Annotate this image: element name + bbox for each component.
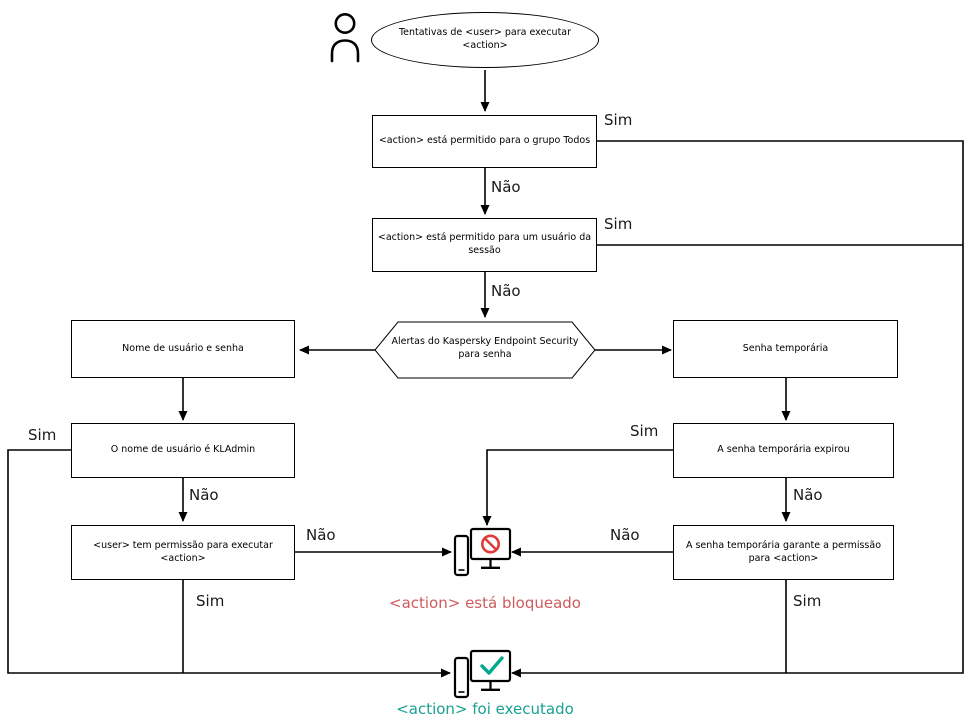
- node-start: Tentativas de <user> para executar <acti…: [371, 12, 599, 68]
- edge-group-yes: [511, 140, 964, 678]
- monitor-icon: [469, 649, 512, 683]
- edge-label-yes-grants: Sim: [793, 592, 822, 610]
- node-action-allowed-for-group: <action> está permitido para o grupo Tod…: [372, 115, 597, 168]
- executed-outcome-label: <action> foi executado: [396, 700, 574, 718]
- edge-label-no-kladmin: Não: [189, 486, 219, 504]
- decision-hexagon-shape: [374, 321, 596, 379]
- edge-label-no-permission: Não: [306, 526, 336, 544]
- blocked-computer-icon: [453, 527, 512, 577]
- edge-label-yes-session: Sim: [604, 215, 633, 233]
- edge-label-no-group: Não: [491, 178, 521, 196]
- node-is-kladmin: O nome de usuário é KLAdmin: [71, 423, 295, 478]
- edge-label-yes-group: Sim: [604, 111, 633, 129]
- node-temp-password: Senha temporária: [673, 320, 898, 378]
- edge-label-no-session: Não: [491, 282, 521, 300]
- phone-icon: [453, 656, 470, 699]
- checkmark-icon: [480, 656, 504, 675]
- node-username-password: Nome de usuário e senha: [71, 320, 295, 378]
- edge-label-no-expired: Não: [793, 486, 823, 504]
- node-action-allowed-for-session-user: <action> está permitido para um usuário …: [372, 218, 597, 272]
- edge-kladmin-yes: [7, 449, 451, 678]
- user-icon-body: [330, 39, 360, 63]
- prohibition-slash: [484, 537, 497, 551]
- user-icon: [330, 13, 360, 63]
- node-temp-password-grants: A senha temporária garante a permissão p…: [673, 525, 894, 580]
- phone-icon: [453, 534, 470, 577]
- executed-computer-icon: [453, 649, 512, 699]
- edge-label-yes-permission: Sim: [196, 592, 225, 610]
- prohibition-icon: [480, 534, 500, 554]
- edge-label-yes-expired: Sim: [630, 422, 659, 440]
- edge-label-no-grants: Não: [610, 526, 640, 544]
- blocked-outcome-label: <action> está bloqueado: [389, 594, 581, 612]
- edge-expired-yes: [482, 449, 673, 526]
- node-kes-password-prompt: Alertas do Kaspersky Endpoint Security p…: [391, 336, 579, 360]
- node-user-has-permission: <user> tem permissão para executar <acti…: [71, 525, 295, 580]
- flow-edges: [7, 70, 964, 678]
- node-temp-password-expired: A senha temporária expirou: [673, 423, 894, 478]
- user-icon-head: [334, 13, 356, 34]
- edge-label-yes-kladmin: Sim: [28, 426, 57, 444]
